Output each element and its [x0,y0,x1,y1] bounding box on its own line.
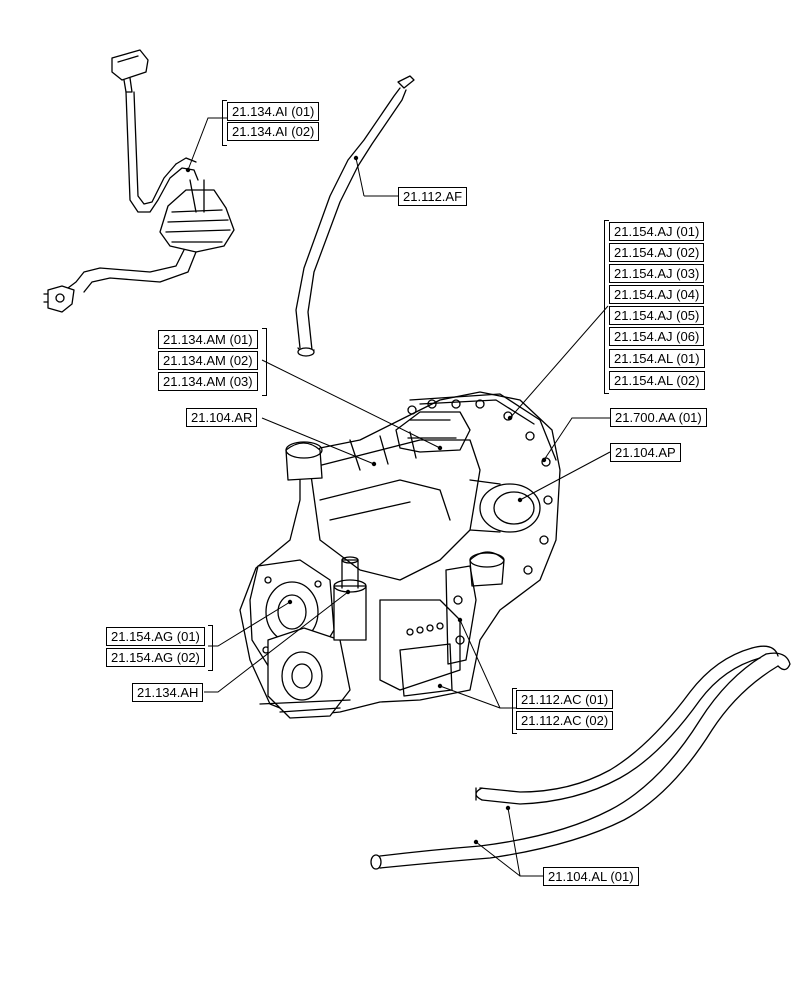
leader-dots [185,155,547,845]
bracket-aj-al-group [604,220,609,394]
bracket-ac-group [512,688,517,734]
transmission-drawing [239,391,561,719]
ref-label-21-700-aa-01[interactable]: 21.700.AA (01) [610,408,707,427]
bracket-ag-group [208,625,213,671]
ref-label-21-112-ac-02[interactable]: 21.112.AC (02) [516,711,614,730]
hoses-drawing [370,645,791,870]
ref-label-21-154-al-01[interactable]: 21.154.AL (01) [609,349,705,368]
leader-lines [187,117,611,877]
shift-lever-drawing [43,49,235,313]
ref-label-21-154-ag-01[interactable]: 21.154.AG (01) [106,627,205,646]
ref-label-21-154-aj-04[interactable]: 21.154.AJ (04) [609,285,705,304]
ref-label-21-154-aj-06[interactable]: 21.154.AJ (06) [609,327,705,346]
ref-label-21-154-aj-01[interactable]: 21.154.AJ (01) [609,222,705,241]
ref-label-21-154-aj-05[interactable]: 21.154.AJ (05) [609,306,705,325]
ref-label-21-104-ar[interactable]: 21.104.AR [186,408,258,427]
ref-label-21-154-al-02[interactable]: 21.154.AL (02) [609,371,705,390]
ref-label-21-154-aj-03[interactable]: 21.154.AJ (03) [609,264,705,283]
ref-label-21-134-ai-02[interactable]: 21.134.AI (02) [227,122,320,141]
ref-label-21-104-al-01[interactable]: 21.104.AL (01) [543,867,639,886]
bracket-am-group [262,328,267,396]
ref-label-21-154-ag-02[interactable]: 21.154.AG (02) [106,648,205,667]
ref-label-21-134-am-03[interactable]: 21.134.AM (03) [158,372,258,391]
ref-label-21-134-ah[interactable]: 21.134.AH [132,683,204,702]
ref-label-21-112-ac-01[interactable]: 21.112.AC (01) [516,690,614,709]
ref-label-21-112-af[interactable]: 21.112.AF [398,187,468,206]
bracket-ai-group [222,100,227,146]
ref-label-21-154-aj-02[interactable]: 21.154.AJ (02) [609,243,705,262]
ref-label-21-134-am-01[interactable]: 21.134.AM (01) [158,330,258,349]
dipstick-tube-drawing [295,75,415,357]
ref-label-21-104-ap[interactable]: 21.104.AP [610,443,681,462]
ref-label-21-134-am-02[interactable]: 21.134.AM (02) [158,351,258,370]
ref-label-21-134-ai-01[interactable]: 21.134.AI (01) [227,102,320,121]
